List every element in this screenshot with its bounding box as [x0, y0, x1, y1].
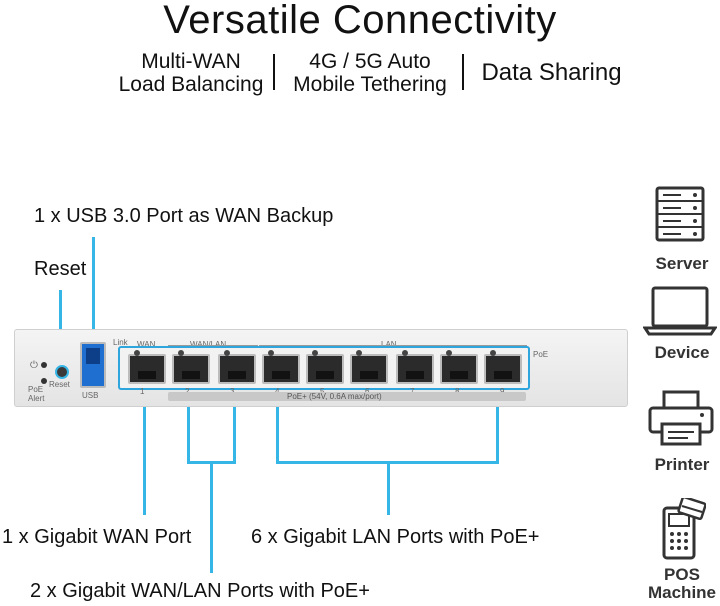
poe-info-text: PoE+ (54V, 0.6A max/port) [287, 392, 382, 401]
callout-wanlan: 2 x Gigabit WAN/LAN Ports with PoE+ [30, 580, 370, 602]
reset-button[interactable] [55, 365, 69, 379]
poe-label: PoE [533, 350, 549, 359]
feature-multi-wan: Multi-WAN Load Balancing [116, 50, 266, 96]
wanlan-callout-stem [210, 461, 213, 573]
port-led [446, 350, 452, 356]
port-led [178, 350, 184, 356]
lan-callout-line-left [276, 380, 279, 463]
lan-callout-stem [387, 461, 390, 515]
reset-callout-line [59, 290, 62, 364]
ethernet-port-lan-9[interactable] [484, 350, 522, 384]
wanlan-callout-line-right [233, 380, 236, 463]
feature-line: 4G / 5G Auto [309, 50, 431, 73]
poe-alert-led [41, 378, 47, 384]
port-number: 8 [455, 387, 459, 396]
wan-label: WAN [137, 340, 156, 349]
port-number: 1 [140, 387, 145, 396]
callout-wan: 1 x Gigabit WAN Port [2, 526, 192, 548]
feature-mobile-tethering: 4G / 5G Auto Mobile Tethering [284, 50, 456, 96]
usb-callout-line [92, 237, 95, 344]
wanlan-bracket-line [168, 345, 258, 346]
link-label: Link [113, 338, 128, 347]
ethernet-port-lan-4[interactable] [262, 350, 300, 384]
port-led [490, 350, 496, 356]
port-number: 6 [365, 387, 369, 396]
feature-divider [462, 54, 464, 90]
port-number: 9 [500, 387, 504, 396]
wan-callout-line [143, 380, 146, 515]
port-number: 4 [275, 387, 279, 396]
printer-label: Printer [654, 455, 710, 474]
poe-info-bar [168, 392, 526, 401]
callout-usb: 1 x USB 3.0 Port as WAN Backup [34, 205, 334, 227]
lan-callout-line-right [496, 380, 499, 463]
laptop-icon [643, 286, 717, 336]
feature-line: Multi-WAN [141, 50, 241, 73]
ethernet-port-lan-8[interactable] [440, 350, 478, 384]
ethernet-port-wan[interactable] [128, 350, 166, 384]
power-led [41, 362, 47, 368]
lan-label: LAN [381, 340, 397, 349]
port-led [224, 350, 230, 356]
device-label: Device [654, 343, 710, 362]
port-led [312, 350, 318, 356]
ethernet-port-lan-6[interactable] [350, 350, 388, 384]
feature-divider [273, 54, 275, 90]
port-number: 3 [230, 387, 234, 396]
port-led [402, 350, 408, 356]
poe-alert-label: PoE Alert [28, 385, 45, 403]
ethernet-port-wanlan-2[interactable] [172, 350, 210, 384]
ethernet-port-lan-5[interactable] [306, 350, 344, 384]
lan-bracket-line [259, 345, 527, 346]
port-number: 2 [185, 387, 189, 396]
printer-icon [648, 390, 714, 446]
usb-port-slot [86, 348, 100, 364]
ethernet-port-wanlan-3[interactable] [218, 350, 256, 384]
port-led [134, 350, 140, 356]
ethernet-port-lan-7[interactable] [396, 350, 434, 384]
port-led [268, 350, 274, 356]
usb-port[interactable] [80, 342, 106, 388]
wanlan-label: WAN/LAN [190, 340, 226, 349]
usb-label: USB [82, 391, 99, 400]
callout-lan: 6 x Gigabit LAN Ports with PoE+ [251, 526, 540, 548]
port-number: 7 [410, 387, 414, 396]
wanlan-callout-line-left [187, 380, 190, 463]
callout-reset: Reset [34, 258, 87, 280]
pos-machine-icon [662, 498, 706, 560]
feature-line: Load Balancing [118, 73, 264, 96]
power-icon: ⏻ [30, 360, 38, 371]
router-front-panel: ⏻ PoE Alert Reset USB Link WAN WAN/LAN L… [14, 329, 628, 407]
port-led [356, 350, 362, 356]
port-number: 5 [320, 387, 324, 396]
page-title: Versatile Connectivity [163, 0, 557, 42]
reset-label: Reset [49, 380, 70, 389]
pos-machine-label: POS Machine [647, 565, 717, 602]
feature-line: Mobile Tethering [293, 73, 447, 96]
server-icon [655, 186, 705, 242]
feature-data-sharing: Data Sharing [481, 59, 622, 86]
ethernet-port-group [118, 346, 530, 390]
server-label: Server [655, 254, 709, 273]
